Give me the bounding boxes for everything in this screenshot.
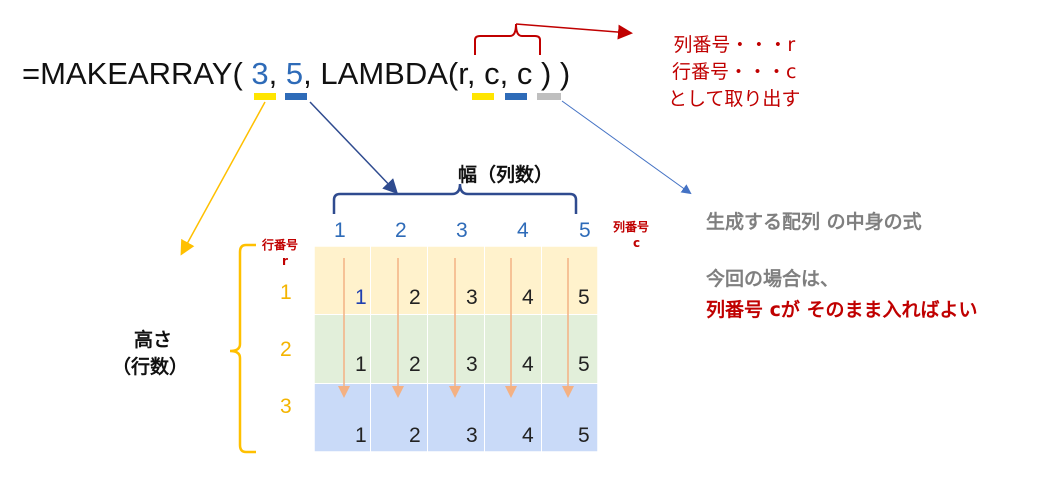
formula-param-c1: c — [484, 56, 500, 91]
formula-sep: , LAMBDA( — [303, 56, 459, 91]
cell-value: 5 — [578, 286, 590, 309]
row-axis-label: 行番号 — [262, 238, 299, 252]
underline-param-c2 — [537, 93, 561, 100]
formula-arg-cols: 5 — [285, 56, 304, 91]
width-brace — [332, 183, 578, 214]
row-header: 2 — [280, 338, 292, 361]
explanation-answer: 列番号 cが そのまま入ればよい — [706, 299, 978, 321]
grid-cell — [371, 315, 427, 383]
col-header: 1 — [334, 219, 346, 242]
width-label: 幅（列数） — [458, 164, 554, 186]
formula-param-r: r — [458, 56, 467, 91]
grid-cell — [314, 246, 370, 314]
cell-value: 4 — [522, 353, 534, 376]
formula: =MAKEARRAY( 3, 5, LAMBDA(r, c, c ) ) — [22, 56, 570, 92]
cell-value: 5 — [578, 424, 590, 447]
cell-value: 1 — [355, 424, 367, 447]
note-line-3: として取り出す — [668, 88, 801, 110]
row-header: 3 — [280, 395, 292, 418]
grid-cell — [428, 315, 484, 383]
col-header: 4 — [517, 219, 529, 242]
underline-param-c1 — [505, 93, 527, 100]
grid-cell — [542, 246, 598, 314]
cell-value: 2 — [409, 424, 421, 447]
cell-value: 4 — [522, 286, 534, 309]
cell-value: 3 — [466, 286, 478, 309]
cell-value: 1 — [355, 286, 367, 309]
formula-sep: , — [466, 56, 476, 91]
formula-sep: , — [499, 56, 509, 91]
height-brace — [229, 243, 256, 454]
red-bracket — [474, 23, 541, 55]
grid-cell — [371, 246, 427, 314]
navy-arrow — [309, 101, 399, 195]
blue-arrow — [561, 100, 692, 195]
yellow-arrow — [180, 101, 266, 256]
grid-cell — [485, 315, 541, 383]
underline-param-r — [472, 93, 494, 100]
col-header: 3 — [456, 219, 468, 242]
explanation-title: 生成する配列 の中身の式 — [706, 211, 922, 233]
row-axis-label-var: r — [282, 254, 288, 268]
param-notes: 列番号・・・r 行番号・・・c として取り出す — [668, 32, 800, 113]
note-line-1: 列番号・・・r — [673, 34, 796, 56]
note-line-2: 行番号・・・c — [671, 61, 797, 83]
grid-cell — [314, 315, 370, 383]
underline-rows-arg — [254, 93, 276, 100]
col-axis-label-var: c — [633, 236, 641, 250]
grid-cell — [485, 246, 541, 314]
cell-value: 3 — [466, 353, 478, 376]
underline-cols-arg — [285, 93, 307, 100]
explanation-case: 今回の場合は、 — [706, 268, 840, 290]
height-label: 高さ — [134, 329, 173, 351]
formula-suffix: ) ) — [532, 56, 571, 91]
grid-cell — [428, 246, 484, 314]
formula-param-c2: c — [516, 56, 533, 91]
cell-value: 2 — [409, 286, 421, 309]
grid-cell — [542, 315, 598, 383]
col-header: 5 — [579, 219, 591, 242]
formula-prefix: =MAKEARRAY( — [22, 56, 243, 91]
cell-value: 3 — [466, 424, 478, 447]
col-header: 2 — [395, 219, 407, 242]
height-label-sub: （行数） — [112, 356, 189, 378]
cell-value: 5 — [578, 353, 590, 376]
cell-value: 4 — [522, 424, 534, 447]
row-header: 1 — [280, 281, 292, 304]
red-arrow — [515, 23, 633, 40]
cell-value: 2 — [409, 353, 421, 376]
formula-arg-rows: 3 — [251, 56, 269, 91]
formula-sep: , — [268, 56, 278, 91]
cell-value: 1 — [355, 353, 367, 376]
col-axis-label: 列番号 — [613, 220, 650, 234]
